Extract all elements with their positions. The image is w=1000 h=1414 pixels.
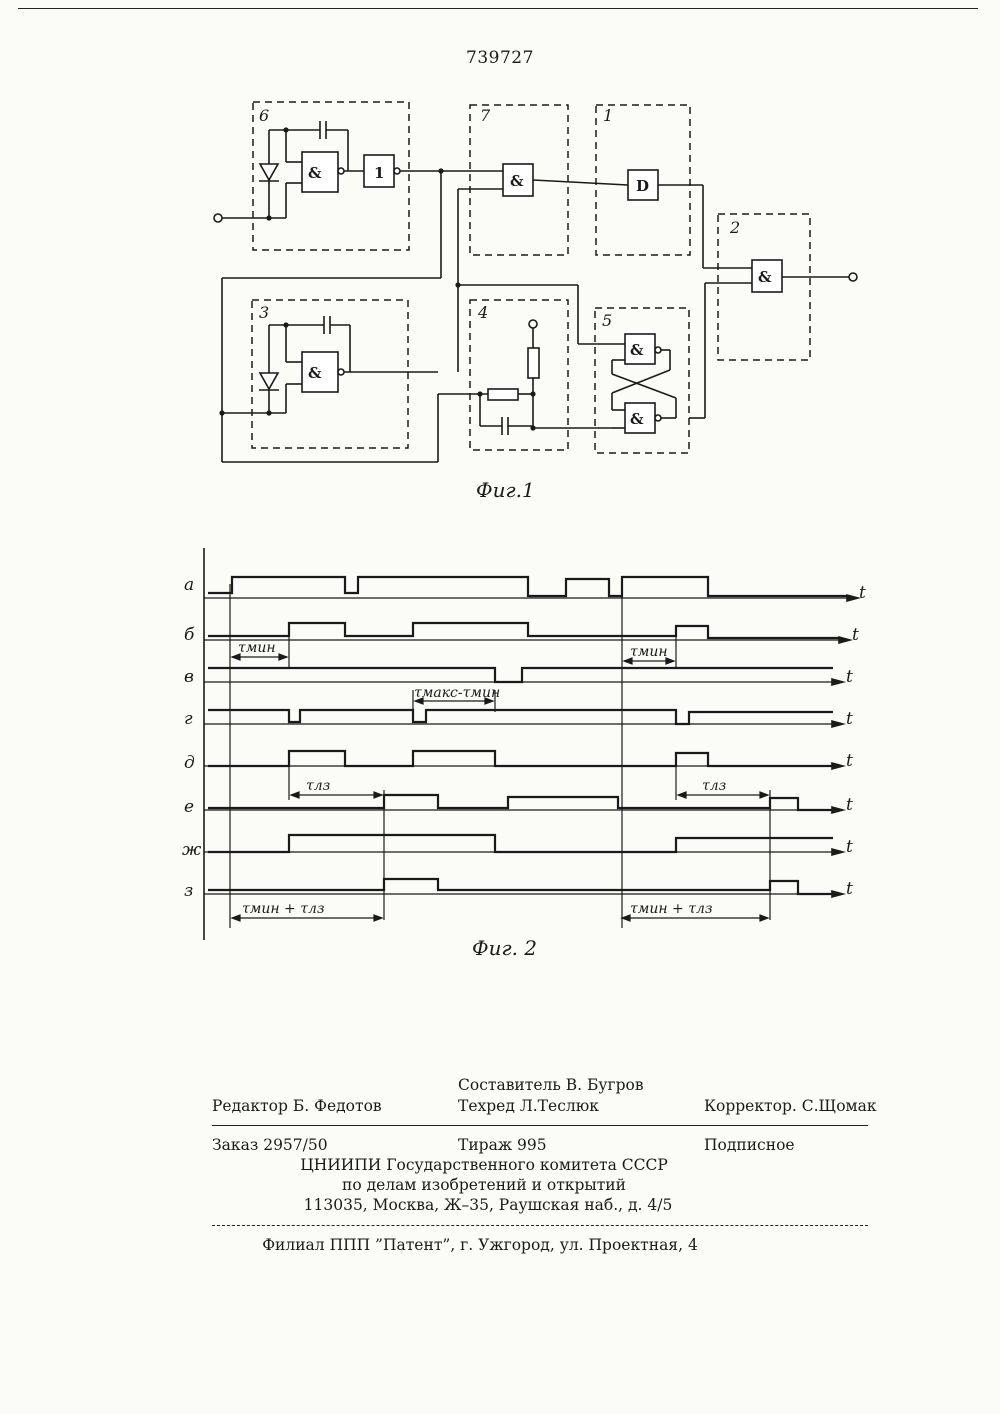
footer-rule: [212, 1125, 868, 1126]
row-label-zh: ж: [182, 840, 202, 860]
interval-arrowhead: [291, 792, 299, 798]
interval-arrowhead: [622, 915, 630, 921]
figure-1-circuit-diagram: 6 7 1 2 3 4 5: [0, 80, 1000, 480]
interval-label-tau-min: τмин: [630, 644, 668, 660]
figure-2-timing-diagram: а б в г д е ж з t t t t t t t t τмин τми…: [0, 540, 1000, 940]
supply-terminal: [529, 320, 537, 328]
block-3-shaper: [259, 316, 438, 413]
row-label-d: д: [184, 753, 195, 773]
interval-arrowhead: [232, 915, 240, 921]
row-label-a: а: [184, 575, 194, 595]
organization-address: 113035, Москва, Ж–35, Раушская наб., д. …: [0, 1196, 988, 1214]
block-6-label: 6: [259, 106, 269, 125]
row-label-b: б: [184, 625, 195, 645]
patent-number: 739727: [0, 48, 1000, 68]
time-axis-arrow: [832, 721, 843, 727]
interval-label-tau-lz: τлз: [306, 778, 330, 794]
signal-waveform-v: [208, 668, 833, 682]
interval-label-tau-min: τмин: [238, 640, 276, 656]
row-label-v: в: [184, 667, 194, 687]
signal-waveform-b: [208, 623, 840, 638]
time-label: t: [846, 709, 853, 729]
interval-arrowhead: [760, 792, 768, 798]
block-7-label: 7: [480, 106, 491, 125]
top-edge-line: [18, 8, 978, 9]
interval-arrowhead: [279, 654, 287, 660]
footer-dashed-rule: [212, 1225, 868, 1226]
block-5-label: 5: [602, 311, 612, 330]
time-label: t: [846, 751, 853, 771]
block-6-shaper: [214, 121, 400, 222]
gate-symbol-and: &: [308, 164, 322, 182]
output-terminal: [849, 273, 857, 281]
time-axis-arrow: [839, 637, 850, 643]
resistor-vertical: [528, 348, 539, 378]
branch-address: Филиал ППП ”Патент”, г. Ужгород, ул. Про…: [0, 1236, 980, 1254]
techred-credit: Техред Л.Теслюк: [458, 1097, 599, 1115]
order-number: Заказ 2957/50: [212, 1136, 328, 1154]
row-label-g: г: [184, 709, 193, 729]
signal-waveform-z: [208, 879, 833, 894]
block-2-label: 2: [729, 218, 740, 237]
gate-symbol-and: &: [510, 172, 524, 190]
time-label: t: [852, 625, 859, 645]
interval-arrowhead: [678, 792, 686, 798]
signal-waveform-zh: [208, 835, 833, 852]
corrector-credit: Корректор. С.Щомак: [704, 1097, 877, 1115]
interval-label-tau-min-lz: τмин + τлз: [630, 901, 713, 917]
figure-2-caption: Фиг. 2: [472, 936, 537, 960]
block-5-rs-latch: [578, 334, 676, 433]
figure-1-caption: Фиг.1: [476, 478, 535, 502]
gate-symbol-one: 1: [374, 164, 384, 182]
subscription-note: Подписное: [704, 1136, 795, 1154]
time-axis-arrow: [832, 807, 843, 813]
interval-label-tau-min-lz: τмин + τлз: [242, 901, 325, 917]
gate-symbol-and: &: [758, 268, 772, 286]
gate-symbol-and: &: [630, 341, 644, 359]
signal-waveform-a: [208, 577, 848, 596]
organization-line-2: по делам изобретений и открытий: [0, 1176, 984, 1194]
time-label: t: [846, 837, 853, 857]
time-axis-arrow: [832, 763, 843, 769]
editor-credit: Редактор Б. Федотов: [212, 1097, 382, 1115]
circulation: Тираж 995: [458, 1136, 547, 1154]
row-label-z: з: [184, 881, 193, 901]
block-4-label: 4: [477, 303, 488, 322]
row-label-e: е: [184, 797, 194, 817]
resistor-horizontal: [488, 389, 518, 400]
time-label: t: [846, 795, 853, 815]
time-axis-arrow: [832, 679, 843, 685]
gate-symbol-and: &: [308, 364, 322, 382]
interval-arrowhead: [760, 915, 768, 921]
time-axis-arrow: [847, 595, 858, 601]
interval-arrowhead: [374, 792, 382, 798]
interval-arrowhead: [374, 915, 382, 921]
block-1-label: 1: [603, 106, 613, 125]
block-3-label: 3: [259, 303, 269, 322]
time-axis-arrow: [832, 849, 843, 855]
interval-label-tau-lz: τлз: [702, 778, 726, 794]
signal-waveform-d: [208, 751, 833, 766]
time-label: t: [846, 667, 853, 687]
time-label: t: [859, 583, 866, 603]
block-4-rc-network: [438, 320, 612, 435]
time-axis-arrow: [832, 891, 843, 897]
compiler-credit: Составитель В. Бугров: [458, 1076, 644, 1094]
interval-label-tau-max-min: τмакс-τмин: [414, 685, 500, 701]
gate-symbol-and: &: [630, 410, 644, 428]
signal-waveform-g: [208, 710, 833, 724]
gate-symbol-d: D: [636, 177, 649, 195]
organization-line-1: ЦНИИПИ Государственного комитета СССР: [0, 1156, 984, 1174]
time-label: t: [846, 879, 853, 899]
input-terminal: [214, 214, 222, 222]
signal-waveform-e: [208, 795, 833, 810]
